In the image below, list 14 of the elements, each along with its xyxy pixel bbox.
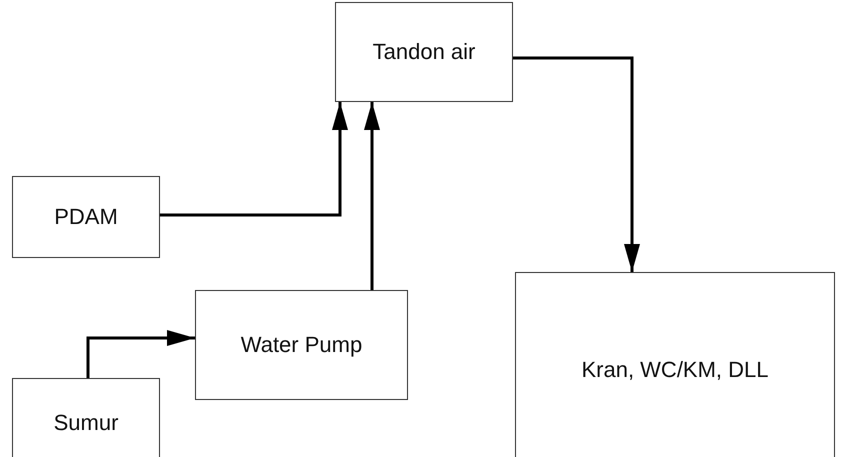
process-box — [195, 290, 408, 400]
node-label: Water Pump — [240, 332, 362, 358]
process-box — [12, 176, 160, 258]
node-label: Tandon air — [372, 39, 476, 65]
process-box — [335, 2, 513, 102]
node-label: Kran, WC/KM, DLL — [581, 356, 769, 382]
process-box — [515, 272, 835, 457]
arrow — [513, 56, 640, 272]
node-label: PDAM — [54, 204, 118, 230]
arrow — [86, 330, 195, 378]
node-label: Sumur — [54, 410, 118, 436]
arrow — [160, 102, 348, 216]
arrow — [364, 102, 380, 290]
process-box — [12, 378, 160, 457]
